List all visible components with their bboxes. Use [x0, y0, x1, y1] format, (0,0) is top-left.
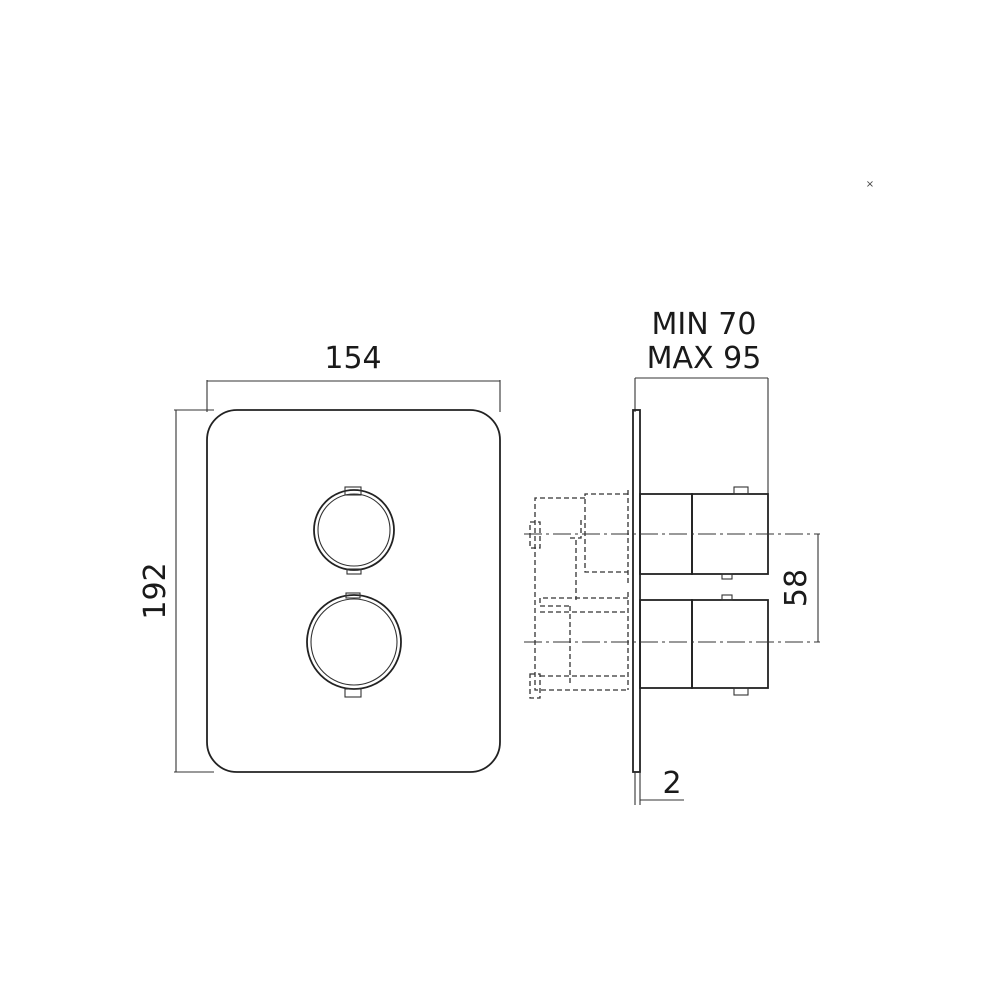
thickness-label: 2 — [662, 766, 681, 801]
plate-side-profile — [632, 409, 641, 773]
lower-knob — [306, 592, 402, 698]
height-dimension: 192 — [138, 409, 214, 773]
upper-handle-side — [639, 486, 769, 580]
depth-max-label: MAX 95 — [647, 341, 762, 376]
spacing-label: 58 — [779, 569, 814, 607]
front-view: 154 192 — [138, 341, 501, 773]
width-label: 154 — [324, 341, 381, 376]
side-view: MIN 70 MAX 95 2 — [524, 307, 820, 805]
cover-plate — [206, 409, 501, 773]
concealed-valve-body — [529, 490, 629, 699]
upper-knob — [313, 486, 395, 575]
corner-mark: × — [866, 179, 874, 190]
height-label: 192 — [138, 562, 173, 619]
width-dimension: 154 — [206, 341, 501, 412]
depth-min-label: MIN 70 — [652, 307, 757, 342]
depth-dimension: MIN 70 MAX 95 — [634, 307, 769, 495]
lower-handle-side — [639, 594, 769, 696]
spacing-dimension: 58 — [779, 534, 819, 642]
